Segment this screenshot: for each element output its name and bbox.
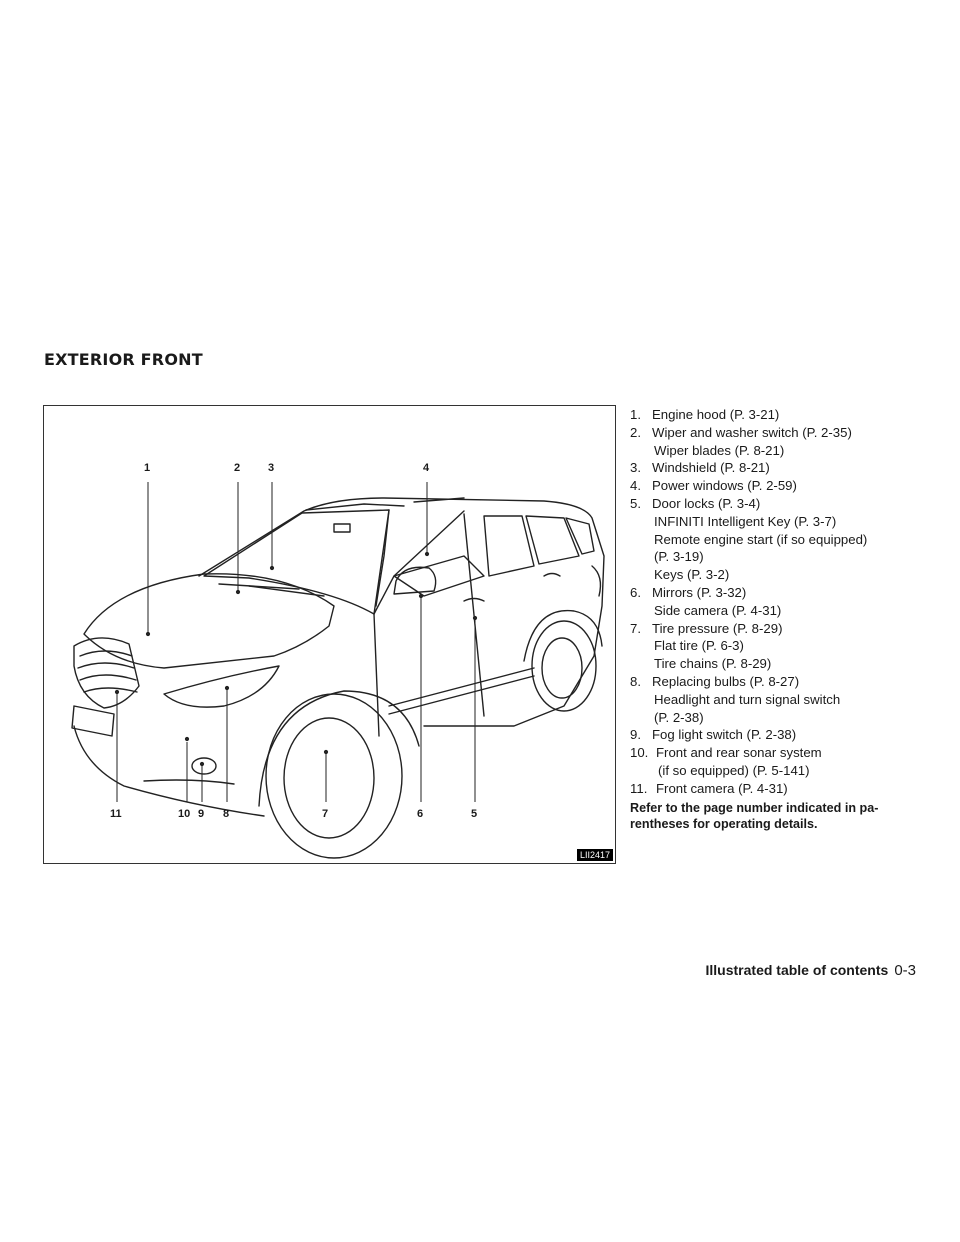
item-label: Windshield (P. 8-21)	[652, 460, 770, 476]
callout-9: 9	[198, 808, 205, 820]
figure-code: LII2417	[576, 849, 613, 861]
item-subline: Wiper blades (P. 8-21)	[654, 442, 785, 458]
list-item: 2. Wiper and washer switch (P. 2-35)	[630, 424, 930, 442]
section-title: EXTERIOR FRONT	[44, 350, 203, 369]
item-label: Mirrors (P. 3-32)	[652, 584, 747, 600]
list-item: 4. Power windows (P. 2-59)	[630, 477, 930, 495]
item-label: Replacing bulbs (P. 8-27)	[652, 673, 800, 689]
list-item: 6. Mirrors (P. 3-32)	[630, 584, 930, 602]
item-label: Wiper and washer switch (P. 2-35)	[652, 424, 852, 440]
list-item: 1. Engine hood (P. 3-21)	[630, 406, 930, 424]
reference-note: Refer to the page number indicated in pa…	[630, 800, 879, 831]
contents-list: 1. Engine hood (P. 3-21) 2. Wiper and wash…	[630, 406, 930, 832]
item-label: Tire pressure (P. 8-29)	[652, 620, 783, 636]
item-subline: Keys (P. 3-2)	[654, 567, 730, 583]
item-number: 9.	[630, 727, 641, 743]
callout-2: 2	[234, 462, 241, 474]
callout-5: 5	[471, 808, 478, 820]
item-label: Front camera (P. 4-31)	[656, 780, 788, 796]
list-item: 7. Tire pressure (P. 8-29)	[630, 620, 930, 638]
item-subline: Side camera (P. 4-31)	[654, 602, 782, 618]
item-number: 8.	[630, 673, 641, 689]
item-subline: Remote engine start (if so equipped)	[654, 531, 868, 547]
vehicle-illustration: 1 2 3 4 5 6 7 8 9 10 11 LII2417	[43, 405, 616, 864]
item-subline: (if so equipped) (P. 5-141)	[658, 762, 810, 778]
callout-10: 10	[178, 808, 191, 820]
item-number: 6.	[630, 584, 641, 600]
item-label: Power windows (P. 2-59)	[652, 478, 797, 494]
footer-section-label: Illustrated table of contents	[705, 962, 889, 978]
item-subline: Headlight and turn signal switch	[654, 691, 841, 707]
item-subline: (P. 3-19)	[654, 549, 704, 565]
list-item: 5. Door locks (P. 3-4)	[630, 495, 930, 513]
item-label: Engine hood (P. 3-21)	[652, 407, 780, 422]
page-number: 0-3	[894, 962, 916, 979]
item-label: Door locks (P. 3-4)	[652, 495, 761, 511]
callout-3: 3	[268, 462, 275, 474]
item-number: 4.	[630, 478, 641, 494]
item-number: 3.	[630, 460, 641, 476]
callout-8: 8	[223, 808, 230, 820]
callout-4: 4	[423, 462, 430, 474]
item-number: 5.	[630, 495, 641, 511]
item-subline: Flat tire (P. 6-3)	[654, 638, 744, 654]
item-subline: Tire chains (P. 8-29)	[654, 656, 772, 672]
item-subline: (P. 2-38)	[654, 709, 704, 725]
item-subline: INFINITI Intelligent Key (P. 3-7)	[654, 513, 837, 529]
item-number: 10.	[630, 745, 649, 761]
callout-7: 7	[322, 808, 329, 820]
item-number: 2.	[630, 424, 641, 440]
callout-11: 11	[110, 808, 122, 820]
item-number: 1.	[630, 407, 641, 422]
vehicle-drawing	[71, 482, 605, 859]
list-item: 9. Fog light switch (P. 2-38)	[630, 726, 930, 744]
list-item: 3. Windshield (P. 8-21)	[630, 459, 930, 477]
list-item: 11. Front camera (P. 4-31)	[630, 780, 930, 798]
callout-6: 6	[417, 808, 424, 820]
list-item: 8. Replacing bulbs (P. 8-27)	[630, 673, 930, 691]
item-number: 11.	[630, 780, 648, 796]
page-footer: Illustrated table of contents 0-3	[706, 962, 917, 979]
item-label: Fog light switch (P. 2-38)	[652, 727, 797, 743]
item-number: 7.	[630, 620, 641, 636]
item-label: Front and rear sonar system	[656, 745, 822, 761]
callout-1: 1	[144, 462, 151, 474]
list-item: 10. Front and rear sonar system	[630, 744, 930, 762]
